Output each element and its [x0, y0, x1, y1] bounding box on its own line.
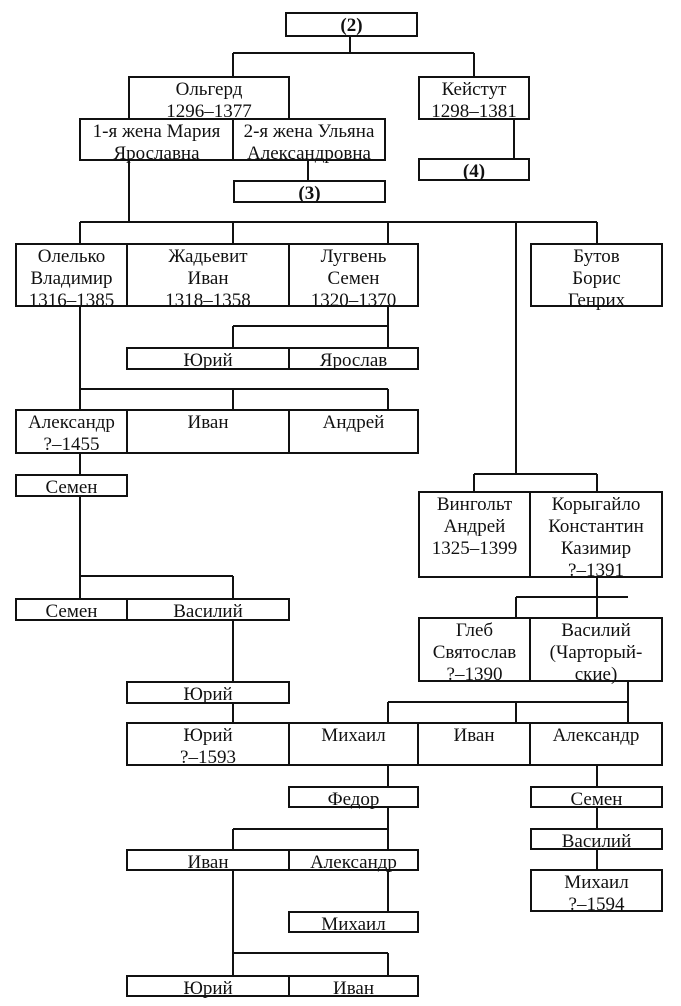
node-semen-2: Семен: [15, 598, 128, 622]
node-gleb: Глеб Святослав ?–1390: [418, 617, 531, 685]
node-ivan-1: Иван: [126, 409, 290, 454]
node-olgerd: Ольгерд 1296–1377: [128, 76, 290, 122]
node-fedor: Федор: [288, 786, 419, 810]
node-semen-3: Семен: [530, 786, 663, 810]
node-andrei-1: Андрей: [288, 409, 419, 454]
node-yuri-3: Юрий ?–1593: [126, 722, 290, 768]
node-aleksandr-2: Александр: [529, 722, 663, 766]
node-semen-1: Семен: [15, 474, 128, 498]
node-aleksandr-1: Александр ?–1455: [15, 409, 128, 455]
node-lugven: Лугвень Семен 1320–1370: [288, 243, 419, 311]
node-mikhail-2: Михаил: [288, 911, 419, 935]
node-vasili-1: Василий: [126, 598, 290, 622]
node-yuri-1: Юрий: [126, 347, 290, 371]
node-vingolt: Вингольт Андрей 1325–1399: [418, 491, 531, 578]
node-ivan-2: Иван: [417, 722, 531, 766]
node-ref-2: (2): [285, 12, 418, 37]
node-vasili-2: Василий: [530, 828, 663, 852]
node-korygailo: Корыгайло Константин Казимир ?–1391: [529, 491, 663, 581]
node-ref-3: (3): [233, 180, 386, 204]
node-aleksandr-3: Александр: [288, 849, 419, 873]
node-yuri-4: Юрий: [126, 975, 290, 999]
node-keistut: Кейстут 1298–1381: [418, 76, 530, 122]
node-mikhail-1: Михаил: [288, 722, 419, 766]
node-vasili-chartoryskie: Василий (Чарторый- ские): [529, 617, 663, 685]
node-butov: Бутов Борис Генрих: [530, 243, 663, 311]
node-yaroslav: Ярослав: [288, 347, 419, 371]
node-yuri-2: Юрий: [126, 681, 290, 705]
node-zhadevit: Жадьевит Иван 1318–1358: [126, 243, 290, 311]
node-ivan-4: Иван: [288, 975, 419, 999]
node-mikhail-3: Михаил ?–1594: [530, 869, 663, 915]
node-olelko: Олелько Владимир 1316–1385: [15, 243, 128, 311]
node-wife2: 2-я жена Ульяна Александровна: [232, 118, 386, 164]
node-ref-4: (4): [418, 158, 530, 182]
node-ivan-3: Иван: [126, 849, 290, 873]
node-wife1: 1-я жена Мария Ярославна: [79, 118, 234, 164]
